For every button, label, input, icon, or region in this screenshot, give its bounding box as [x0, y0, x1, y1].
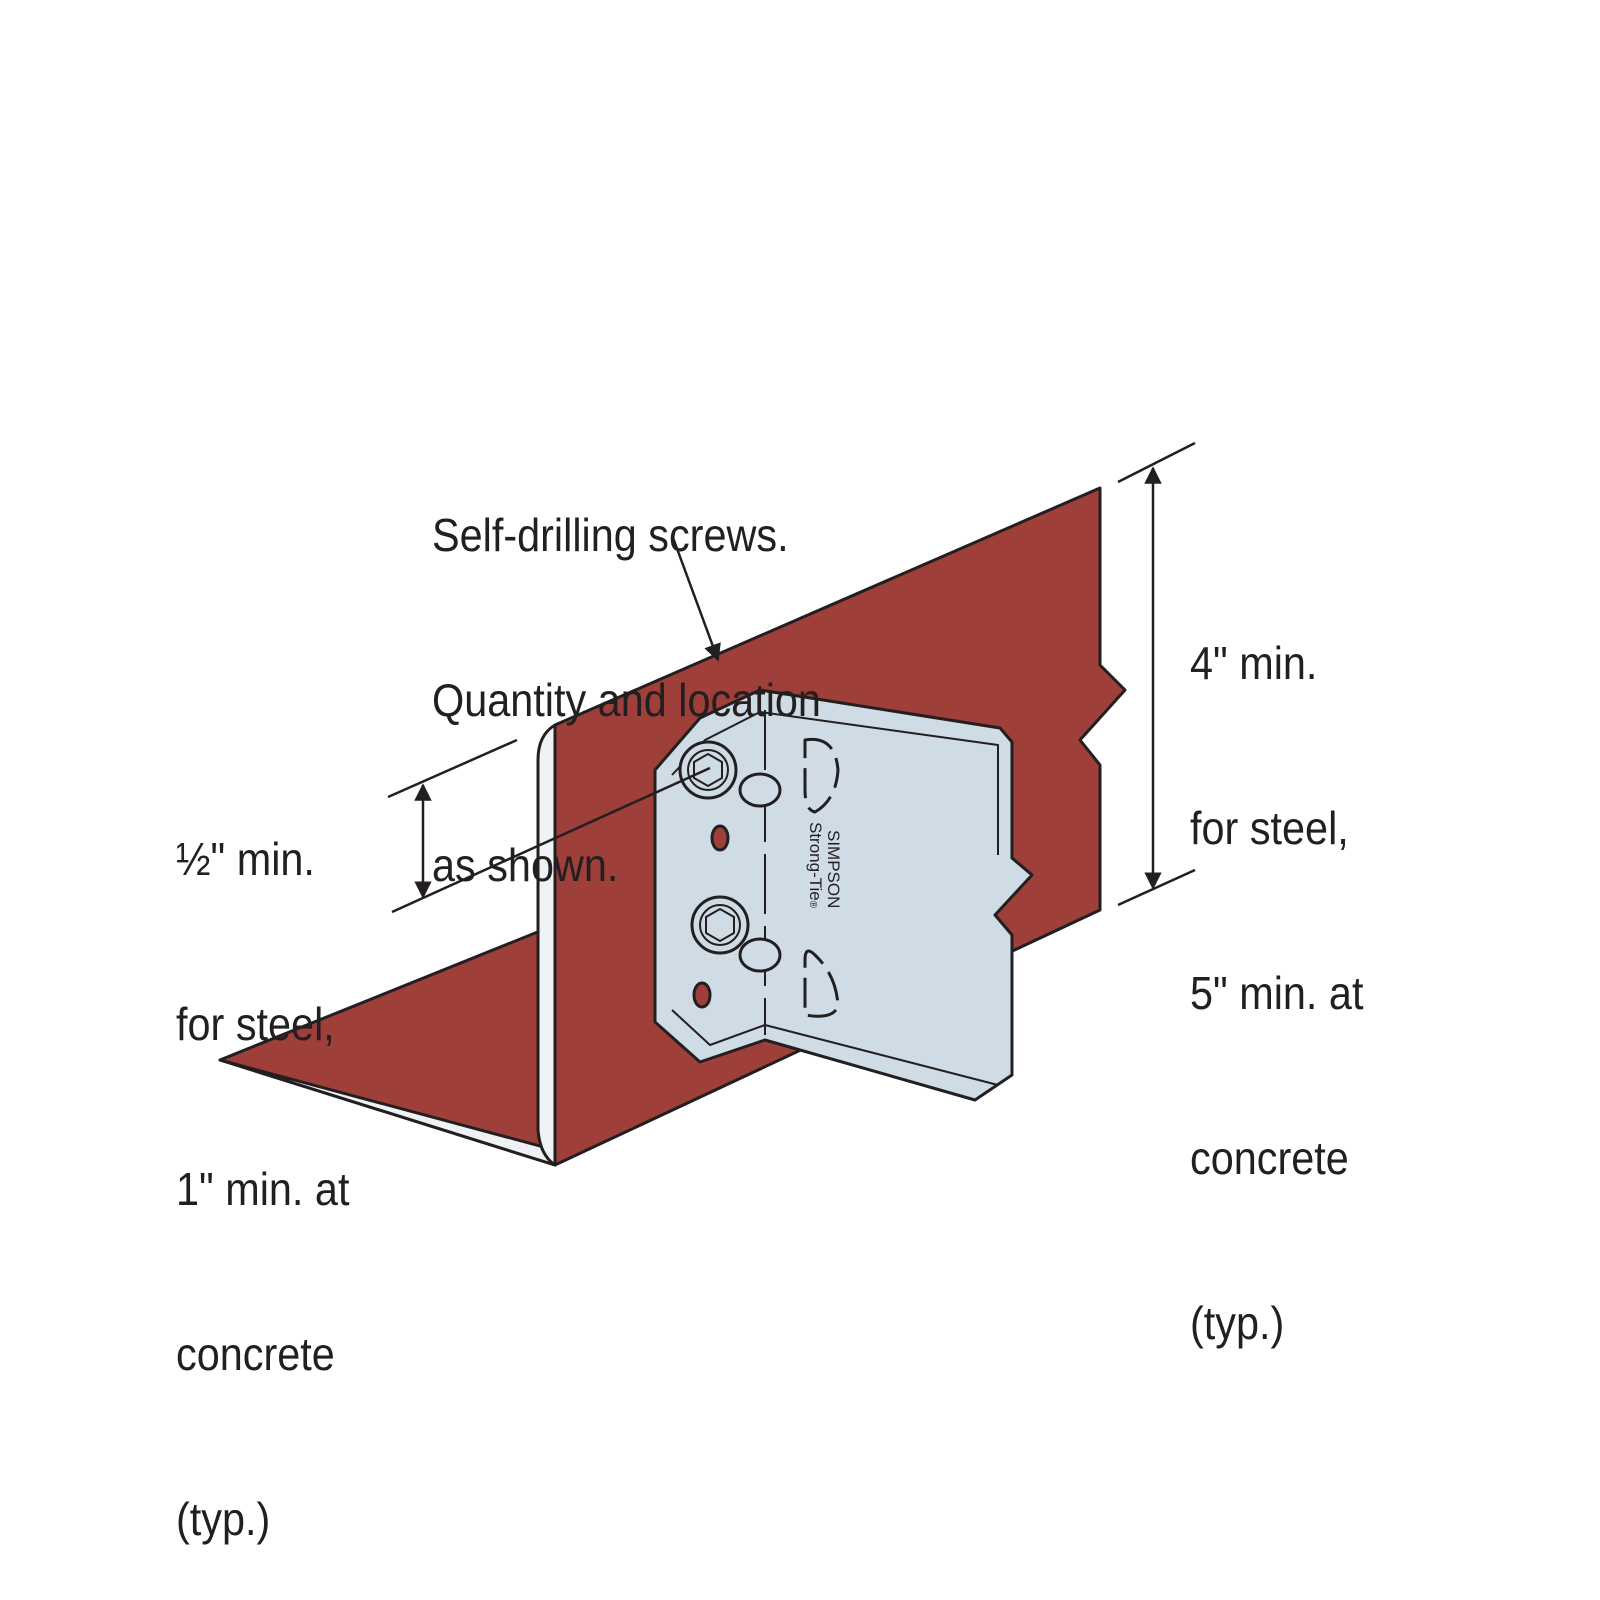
- callout-line: for steel,: [1190, 802, 1349, 854]
- embossment: [803, 949, 840, 1018]
- callout-line: 5" min. at: [1190, 967, 1364, 1019]
- bracket-bend-lower: [671, 1009, 999, 1086]
- extension-line: [1117, 441, 1196, 484]
- screw-callout: Self-drilling screws. Quantity and locat…: [432, 398, 821, 948]
- bolt-hole: [692, 981, 712, 1009]
- logo-text: SIMPSON: [824, 830, 843, 908]
- callout-line: for steel,: [176, 998, 335, 1050]
- callout-line: as shown.: [432, 839, 619, 891]
- callout-line: (typ.): [176, 1493, 271, 1545]
- logo-text-2: Strong-Tie®: [806, 822, 825, 909]
- bolt-hole: [710, 824, 730, 852]
- embossment: [803, 737, 840, 814]
- height-callout: 4" min. for steel, 5" min. at concrete (…: [1190, 526, 1363, 1406]
- slot-hole: [738, 937, 782, 973]
- callout-line: concrete: [176, 1328, 335, 1380]
- edge-distance-callout: ½" min. for steel, 1" min. at concrete (…: [176, 722, 349, 1600]
- callout-line: Self-drilling screws.: [432, 509, 789, 561]
- slot-hole: [738, 772, 782, 808]
- callout-line: 4" min.: [1190, 637, 1318, 689]
- extension-line: [387, 738, 518, 799]
- callout-line: ½" min.: [176, 833, 315, 885]
- web-rounded-edge: [536, 723, 557, 1167]
- callout-line: 1" min. at: [176, 1163, 350, 1215]
- screw-leader-arrow: [670, 534, 721, 662]
- extension-line: [1117, 868, 1196, 907]
- extension-line: [391, 766, 711, 914]
- callout-line: (typ.): [1190, 1297, 1285, 1349]
- callout-line: Quantity and location: [432, 674, 821, 726]
- screw-head-icon: [690, 895, 750, 955]
- callout-line: concrete: [1190, 1132, 1349, 1184]
